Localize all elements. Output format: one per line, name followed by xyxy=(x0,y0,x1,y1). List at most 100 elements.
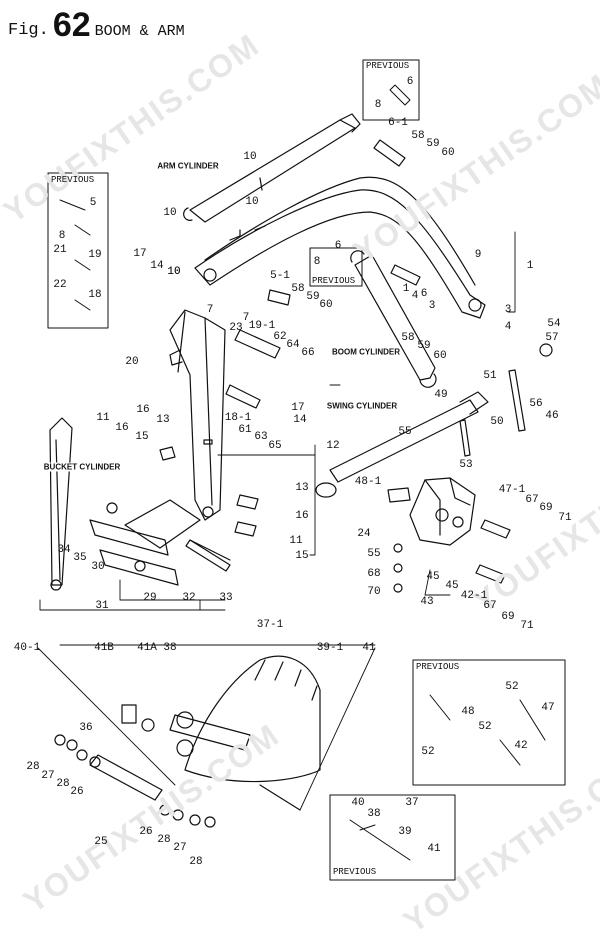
part-label: 50 xyxy=(490,416,504,428)
part-label: 37 xyxy=(405,797,419,809)
part-label: 9 xyxy=(474,249,482,261)
part-label: 6-1 xyxy=(388,117,408,129)
swing-cylinder-tag: SWING CYLINDER xyxy=(325,401,399,411)
bucket-linkage xyxy=(54,704,216,828)
part-label: 16 xyxy=(295,510,309,522)
part-label: 57 xyxy=(545,332,559,344)
part-label: 29 xyxy=(143,592,157,604)
part-label: 47-1 xyxy=(498,484,526,496)
figure-title: BOOM & ARM xyxy=(94,23,185,40)
part-label: 65 xyxy=(268,440,282,452)
part-label: 37-1 xyxy=(256,619,284,631)
part-label: 21 xyxy=(53,244,67,256)
part-label: 28 xyxy=(189,856,203,868)
part-label: 67 xyxy=(525,494,539,506)
links xyxy=(89,499,231,586)
part-label: 25 xyxy=(94,836,108,848)
part-label: 54 xyxy=(547,318,561,330)
part-label: 28 xyxy=(56,778,70,790)
part-label: 45 xyxy=(426,571,440,583)
part-label: 11 xyxy=(96,412,110,424)
part-label: 16 xyxy=(115,422,129,434)
previous-label: PREVIOUS xyxy=(312,276,356,286)
part-label: 13 xyxy=(156,414,170,426)
part-label: 49 xyxy=(434,389,448,401)
part-label: 15 xyxy=(295,550,309,562)
part-label: 17 xyxy=(133,248,147,260)
arm-cylinder xyxy=(183,113,361,223)
part-label: 64 xyxy=(286,339,300,351)
part-label: 1 xyxy=(402,283,410,295)
part-label: 48 xyxy=(461,706,475,718)
swing-bracket xyxy=(409,477,476,546)
part-label: 11 xyxy=(289,535,303,547)
part-label: 5 xyxy=(89,197,97,209)
part-label: 38 xyxy=(163,642,177,654)
part-label: 13 xyxy=(295,482,309,494)
part-label: 12 xyxy=(326,440,340,452)
part-label: 63 xyxy=(254,431,268,443)
part-label: 3 xyxy=(504,304,512,316)
part-label: 60 xyxy=(441,147,455,159)
part-label: 60 xyxy=(319,299,333,311)
part-label: 62 xyxy=(273,331,287,343)
part-label: 41 xyxy=(362,642,376,654)
part-label: 16 xyxy=(136,404,150,416)
part-label: 34 xyxy=(57,544,71,556)
part-label: 32 xyxy=(182,592,196,604)
part-label: 59 xyxy=(426,138,440,150)
part-label: 17 xyxy=(291,402,305,414)
boom xyxy=(169,309,226,521)
part-label: 56 xyxy=(529,398,543,410)
part-label: 39-1 xyxy=(316,642,344,654)
part-label: 26 xyxy=(139,826,153,838)
part-label: 8 xyxy=(374,99,382,111)
part-label: 10 xyxy=(245,196,259,208)
part-label: 14 xyxy=(293,414,307,426)
part-label: 7 xyxy=(206,304,214,316)
part-label: 38 xyxy=(367,808,381,820)
part-label: 33 xyxy=(219,592,233,604)
part-label: 36 xyxy=(79,722,93,734)
previous-label: PREVIOUS xyxy=(416,662,460,672)
part-label: 30 xyxy=(91,561,105,573)
part-label: 6 xyxy=(334,240,342,252)
part-label: 41B xyxy=(94,642,114,654)
boom-cylinder-tag: BOOM CYLINDER xyxy=(331,347,401,357)
part-label: 10 xyxy=(243,151,257,163)
part-label: 45 xyxy=(445,580,459,592)
part-label: 27 xyxy=(41,770,55,782)
bucket-cylinder-tag: BUCKET CYLINDER xyxy=(42,462,122,472)
part-label: 1 xyxy=(526,260,534,272)
arm xyxy=(194,176,486,319)
part-label: 68 xyxy=(367,568,381,580)
part-label: 39 xyxy=(398,826,412,838)
part-label: 69 xyxy=(501,611,515,623)
part-label: 28 xyxy=(157,834,171,846)
part-label: 40 xyxy=(351,797,365,809)
part-label: 46 xyxy=(545,410,559,422)
part-label: 7 xyxy=(242,312,250,324)
part-label: 8 xyxy=(58,230,66,242)
part-label: 27 xyxy=(173,842,187,854)
part-label: 24 xyxy=(357,528,371,540)
bucket xyxy=(169,655,321,811)
part-label: 58 xyxy=(401,332,415,344)
part-label: 10 xyxy=(167,266,181,278)
part-label: 67 xyxy=(483,600,497,612)
part-label: 47 xyxy=(541,702,555,714)
part-label: 55 xyxy=(398,426,412,438)
part-label: 58 xyxy=(411,130,425,142)
part-label: 59 xyxy=(306,291,320,303)
part-label: 40-1 xyxy=(13,642,41,654)
part-label: 19-1 xyxy=(248,320,276,332)
previous-boxes xyxy=(47,59,566,881)
part-label: 53 xyxy=(459,459,473,471)
part-label: 52 xyxy=(505,681,519,693)
part-label: 66 xyxy=(301,347,315,359)
previous-label: PREVIOUS xyxy=(51,175,95,185)
part-label: 5-1 xyxy=(270,270,290,282)
part-label: 18-1 xyxy=(224,412,252,424)
part-label: 22 xyxy=(53,279,67,291)
part-label: 71 xyxy=(558,512,572,524)
